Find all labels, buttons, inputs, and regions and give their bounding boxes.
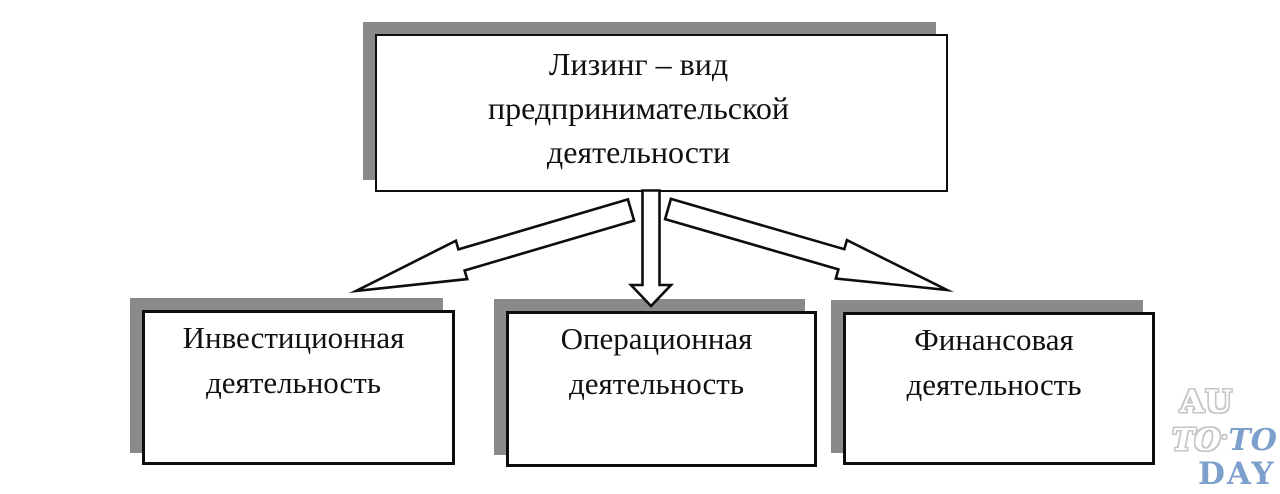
- connector-arrow-to-investment: [349, 197, 636, 294]
- node-financial-text-line1: Финансовая: [914, 322, 1074, 357]
- node-leasing-root: Лизинг – вид предпринимательской деятель…: [375, 34, 948, 192]
- watermark-text-to-right: TO: [1228, 423, 1277, 458]
- watermark-text-au: AU: [1180, 384, 1234, 420]
- node-leasing-text-line2: предпринимательской: [487, 90, 790, 126]
- node-investment-activity: Инвестиционная деятельность: [142, 310, 455, 465]
- node-investment-text-line1: Инвестиционная: [182, 320, 405, 355]
- node-financial-activity: Финансовая деятельность: [843, 312, 1155, 465]
- connector-arrow-to-operational: [627, 189, 675, 308]
- watermark-autotoday: AU TO·TO DAY: [1170, 384, 1280, 494]
- node-operational-text-line2: деятельность: [568, 366, 744, 401]
- node-operational-activity: Операционная деятельность: [506, 311, 817, 467]
- watermark-text-day: DAY: [1198, 456, 1276, 492]
- node-financial-text-line2: деятельность: [906, 367, 1082, 402]
- node-leasing-text-line3: деятельности: [546, 134, 731, 170]
- node-operational-text-line1: Операционная: [560, 321, 753, 356]
- node-investment-text-line2: деятельность: [205, 365, 381, 400]
- watermark-dot-icon: ·: [1221, 428, 1228, 448]
- watermark-text-toto: TO·TO: [1172, 422, 1277, 457]
- watermark-text-to-left: TO: [1172, 423, 1221, 458]
- node-leasing-text-line1: Лизинг – вид: [548, 46, 729, 82]
- connector-arrow-to-financial: [663, 197, 954, 293]
